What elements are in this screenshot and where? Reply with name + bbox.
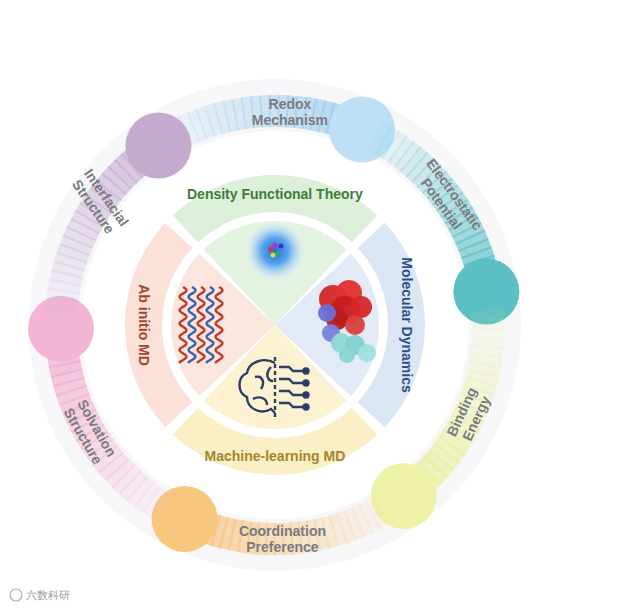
- backdrop-disc: [29, 79, 521, 571]
- ring-dot: [28, 296, 94, 362]
- atom-dot: [276, 251, 281, 256]
- ring-band: [150, 491, 176, 524]
- node-text: Machine-learning MD: [205, 448, 346, 464]
- helix: [197, 287, 204, 363]
- node-text: Density Functional Theory: [187, 186, 363, 202]
- node-text: Molecular Dynamics: [398, 257, 414, 392]
- watermark-logo: [10, 589, 22, 601]
- method-band-label: Machine-learning MD: [205, 448, 346, 464]
- ring-dot: [125, 113, 191, 179]
- ring-band: [473, 309, 505, 321]
- electron-density: [245, 221, 305, 281]
- helix: [188, 287, 195, 363]
- atom-dot: [279, 244, 284, 249]
- node-text: Ab initio MD: [136, 284, 152, 366]
- protein-surface: [345, 315, 365, 335]
- method-band-label: Ab initio MD: [136, 284, 152, 366]
- method-band: [125, 223, 192, 428]
- protein-surface: [350, 296, 372, 318]
- protein-surface: [318, 304, 336, 322]
- ring-label-band: Coordination Preference: [227, 523, 337, 555]
- atom-dot: [273, 243, 278, 248]
- helix: [206, 287, 213, 363]
- watermark: 六数科研: [26, 588, 70, 603]
- atom-dot: [269, 247, 274, 252]
- ring-label-band: Redox Mechanism: [248, 96, 332, 128]
- ring-dot: [453, 259, 519, 325]
- protein-surface: [339, 347, 355, 363]
- node-text: Coordination Preference: [227, 523, 337, 555]
- ring-band: [365, 496, 390, 529]
- node-text: Redox Mechanism: [248, 96, 332, 128]
- protein-surface: [358, 344, 376, 362]
- helix: [215, 287, 222, 363]
- helix: [179, 287, 186, 363]
- brain-icon: [240, 357, 309, 419]
- atom-dot: [271, 253, 276, 258]
- ring-band: [368, 122, 393, 155]
- method-band-label: Molecular Dynamics: [398, 257, 414, 392]
- method-band-label: Density Functional Theory: [187, 186, 363, 202]
- inner-disc: [81, 131, 469, 519]
- ring-band: [45, 305, 78, 318]
